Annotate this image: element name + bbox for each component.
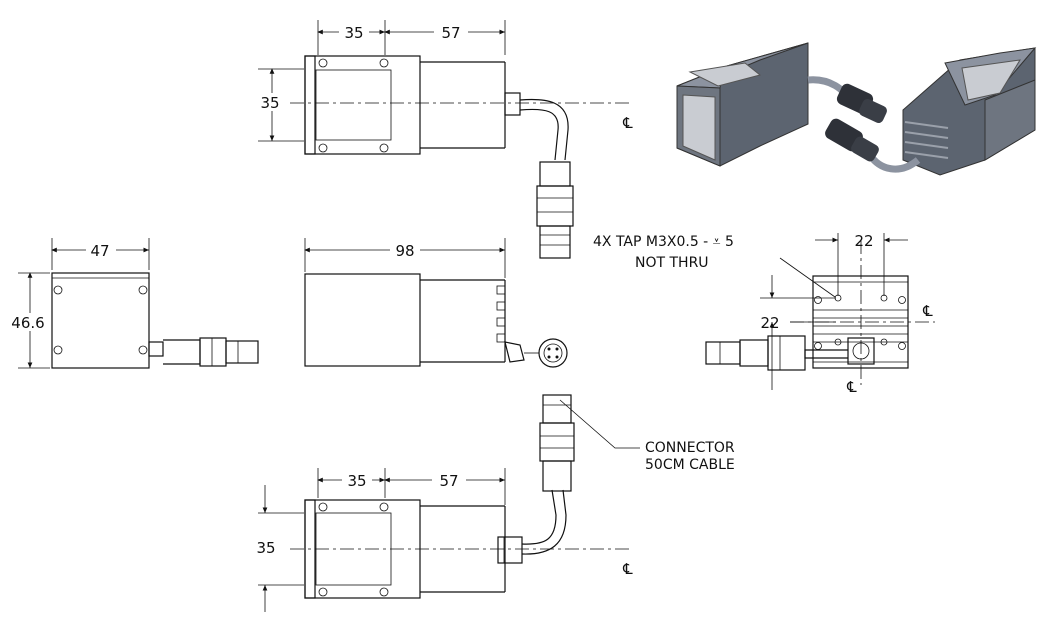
tap-note-line1: 4X TAP M3X0.5 - ⩡ 5: [593, 234, 734, 250]
bottom-view-centerline-symbol: ℄: [622, 560, 633, 578]
side-view-width-dim: 47: [90, 242, 109, 260]
rear-view-centerline-h-symbol: ℄: [922, 302, 933, 320]
top-view-centerline-symbol: ℄: [622, 114, 633, 132]
connector-note-line1: CONNECTOR: [645, 440, 735, 456]
rear-view-centerline-v-symbol: ℄: [846, 378, 857, 396]
middle-view-length-dim: 98: [395, 242, 414, 260]
tap-note-line2: NOT THRU: [635, 255, 709, 271]
rear-view-hole-spacing-x-dim: 22: [854, 232, 873, 250]
bottom-view-height-dim: 35: [256, 539, 275, 557]
connector-callout: CONNECTOR 50CM CABLE: [559, 399, 735, 473]
top-view-height-dim: 35: [260, 94, 279, 112]
bottom-view: 35 57 35 ℄: [256, 394, 633, 612]
top-view-width-body-dim: 57: [441, 24, 460, 42]
rear-view-hole-spacing-y-dim: 22: [760, 314, 779, 332]
top-view-width-front-dim: 35: [344, 24, 363, 42]
product-3d-view-right: [825, 47, 1037, 176]
connector-note-line2: 50CM CABLE: [645, 457, 735, 473]
bottom-view-width-front-dim: 35: [347, 472, 366, 490]
side-view-height-dim: 46.6: [11, 314, 44, 332]
middle-view: 98: [304, 238, 568, 368]
rear-view: 22 22 ℄ ℄ 4X TAP M3X0.5 - ⩡ 5 NOT THRU: [593, 232, 935, 396]
product-3d-view-left: [676, 42, 887, 167]
bottom-view-width-body-dim: 57: [439, 472, 458, 490]
side-view: 47 46.6: [10, 238, 259, 369]
top-view: 35 57 35 ℄: [258, 20, 633, 259]
